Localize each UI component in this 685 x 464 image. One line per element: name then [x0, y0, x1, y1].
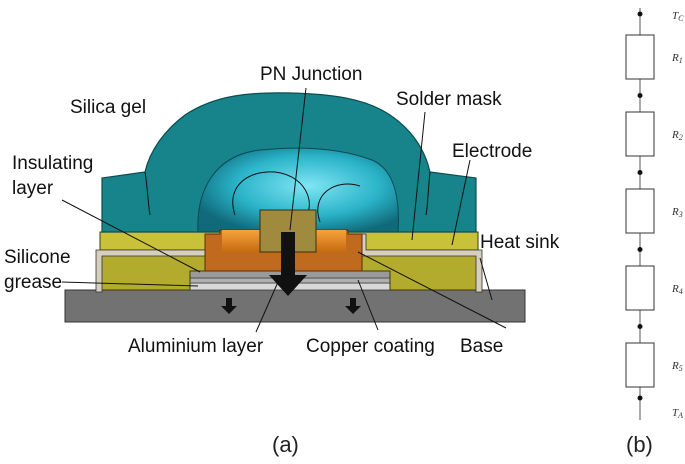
node-top [637, 11, 643, 17]
caption-a: (a) [272, 432, 299, 457]
resistor-label-4: R4 [671, 283, 683, 296]
label-base: Base [460, 336, 503, 357]
label-insulating-line1: Insulating [12, 153, 93, 174]
resistor-5 [625, 342, 655, 388]
label-copper-coating: Copper coating [306, 336, 435, 357]
label-bottom-node: TA [672, 407, 683, 420]
label-solder-mask: Solder mask [396, 89, 502, 110]
resistor-4 [625, 265, 655, 311]
resistor-label-1: R1 [671, 52, 683, 65]
resistor-label-3: R3 [671, 206, 683, 219]
node-1 [637, 93, 643, 98]
label-pn-junction: PN Junction [260, 64, 362, 85]
node-2 [637, 170, 643, 175]
leader-base [357, 251, 507, 329]
leader-pn-junction [289, 87, 307, 231]
heat-sink-layer [64, 289, 526, 323]
label-aluminium-layer: Aluminium layer [128, 336, 264, 357]
label-heat-sink: Heat sink [480, 232, 560, 253]
leader-solder-mask [411, 111, 426, 241]
heat-arrow-left [221, 298, 237, 314]
leader-insulating-layer [61, 199, 201, 273]
lens-contour-2 [317, 183, 361, 223]
resistor-3 [625, 188, 655, 234]
resistor-1 [625, 34, 655, 80]
node-3 [637, 247, 643, 252]
leader-aluminium-layer [255, 281, 279, 333]
leader-electrode [451, 159, 471, 246]
panel-a-labels: PN Junction Silica gel Solder mask Insul… [4, 64, 560, 457]
caption-b: (b) [626, 432, 653, 457]
led-cross-section [61, 87, 526, 333]
dome-edge-right [425, 171, 431, 216]
resistor-label-5: R5 [671, 360, 683, 373]
label-insulating-line2: layer [12, 178, 54, 199]
label-silica-gel: Silica gel [70, 97, 146, 118]
label-silicone-line1: Silicone [4, 247, 71, 268]
dome-edge-left [144, 171, 151, 216]
resistor-2 [625, 111, 655, 157]
node-4 [637, 324, 643, 329]
inner-lens [197, 147, 399, 233]
label-top-node: TC [672, 10, 684, 23]
node-bottom [637, 395, 643, 401]
label-silicone-line2: grease [4, 272, 62, 293]
lens-contour [232, 171, 310, 225]
heat-arrow-right [345, 298, 361, 314]
leader-copper-coating [357, 279, 379, 331]
leader-heat-sink [479, 257, 493, 301]
main-heat-arrow [269, 232, 307, 296]
leader-silicone-grease [61, 281, 199, 287]
label-electrode: Electrode [452, 141, 532, 162]
resistor-label-2: R2 [671, 129, 683, 142]
